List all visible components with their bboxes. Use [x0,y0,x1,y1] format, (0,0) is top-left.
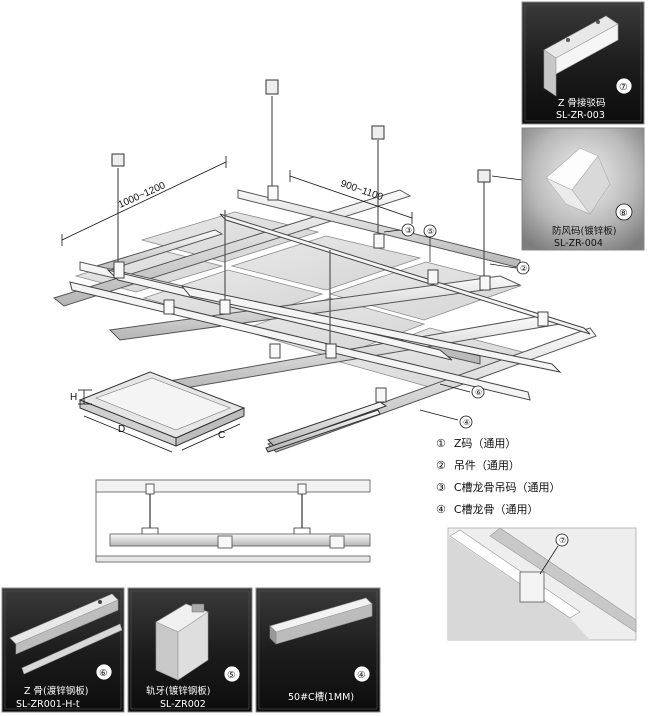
legend-item-label: C槽龙骨吊码（通用） [453,481,561,494]
callout-2: ② [516,261,530,275]
legend-item-text: ① [436,436,446,450]
callout-3: ③ [401,223,415,237]
panel-6-code: SL-ZR001-H-t [16,699,80,710]
panel-8-wind-clip: ⑧ 防风码(镀锌板) SL-ZR-004 [521,127,645,251]
panel-8-number: ⑧ [615,203,633,221]
dimension-width-1: 1000~1200 [117,180,168,211]
svg-text:④: ④ [463,418,470,427]
detail-photo: ⑦ [447,527,637,641]
panel-7-title: Z 骨接驳码 [558,97,606,109]
panel-5-code: SL-ZR002 [160,699,206,710]
legend-item: ③ C槽龙骨吊码（通用） [436,476,636,498]
panel-4-number: ④ [353,665,371,683]
svg-text:⑤: ⑤ [427,227,434,236]
side-elevation [95,479,371,563]
svg-text:⑥: ⑥ [475,388,482,397]
panel-8-code: SL-ZR-004 [554,238,603,249]
svg-text:⑦: ⑦ [619,82,628,93]
panel-7-code: SL-ZR-003 [556,110,605,121]
panel-4-c-channel: ④ 50#C槽(1MM) [255,587,381,713]
callout-leaders [383,175,523,421]
c-channel-rail [265,401,388,453]
dimension-d: D [118,424,125,435]
detail-callout-7: ⑦ [555,533,569,547]
legend-item-text: ③ [436,480,446,494]
panel-8-title: 防风码(镀锌板) [552,225,616,237]
z-rails [69,213,591,401]
legend-item: ④ C槽龙骨（通用） [436,498,636,520]
legend-item-text: ② [436,458,446,472]
legend-item-label: C槽龙骨（通用） [453,503,539,516]
svg-text:③: ③ [405,226,412,235]
legend-item-label: Z码（通用） [453,437,517,450]
legend-item: ① Z码（通用） [436,432,636,454]
panel-4-title: 50#C槽(1MM) [288,691,354,703]
svg-text:④: ④ [357,670,366,681]
callout-4: ④ [459,415,473,429]
callout-5: ⑤ [423,224,437,238]
legend-item: ② 吊件（通用） [436,454,636,476]
panel-7-z-connector: ⑦ Z 骨接驳码 SL-ZR-003 [521,1,645,125]
svg-text:⑧: ⑧ [619,208,628,219]
dimension-c: C [218,430,225,441]
hanger-brackets [111,79,491,183]
svg-text:⑤: ⑤ [227,670,236,681]
hanger-rods [117,96,485,345]
single-panel-detail: H D C [70,371,246,453]
svg-text:②: ② [520,264,527,273]
callout-6: ⑥ [471,385,485,399]
panel-6-z-bone: ⑥ Z 骨(渡锌钢板) SL-ZR001-H-t [1,587,125,713]
dimension-lines [61,156,413,246]
panel-5-number: ⑤ [223,665,241,683]
panel-6-title: Z 骨(渡锌钢板) [24,685,88,697]
svg-text:⑦: ⑦ [559,536,566,545]
parts-legend: ① Z码（通用） ② 吊件（通用） ③ C槽龙骨吊码（通用） ④ C槽龙骨（通用… [436,432,636,520]
panel-5-title: 轨牙(镀锌钢板) [146,685,210,697]
rail-clips [113,185,549,403]
panel-5-rail-tooth: ⑤ 轨牙(镀锌钢板) SL-ZR002 [127,587,253,713]
panel-6-number: ⑥ [95,663,113,681]
legend-item-text: ④ [436,502,446,516]
panel-7-number: ⑦ [615,77,633,95]
svg-text:⑥: ⑥ [99,668,108,679]
legend-item-label: 吊件（通用） [453,459,520,472]
ceiling-grid: 1000~1200 900~1100 ③ ⑤ ② ⑥ ④ [52,79,597,453]
dimension-h: H [70,392,77,403]
